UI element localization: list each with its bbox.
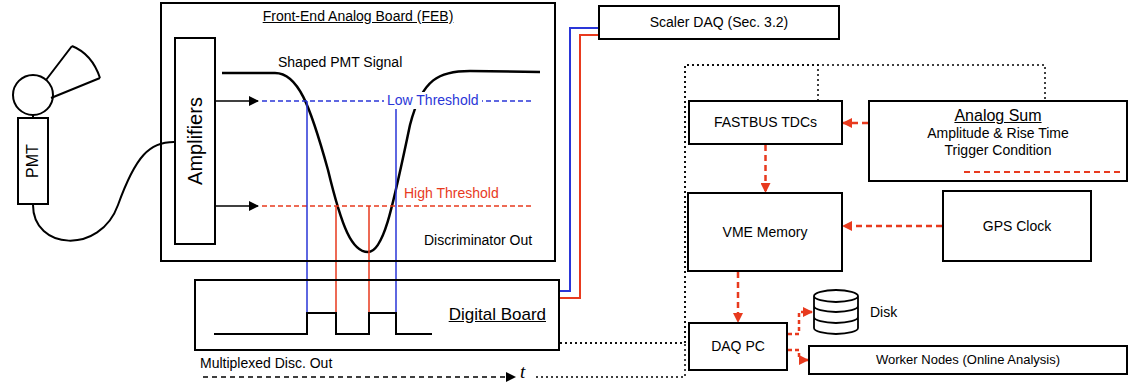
trigger-box: Analog SumAmplitude & Rise Time Trigger …	[868, 100, 1128, 182]
process-box: VME Memory	[687, 192, 843, 272]
node-label: GPS Clock	[983, 218, 1051, 235]
pmt-funnel	[46, 46, 100, 98]
amplifier-box: Amplifiers	[174, 37, 216, 245]
signal-curve	[222, 71, 540, 252]
signal-wire	[560, 35, 598, 298]
disk-outline	[814, 290, 858, 334]
node-label: Scaler DAQ (Sec. 3.2)	[650, 14, 789, 31]
high-threshold-line	[262, 205, 532, 207]
board-frame: Digital Board	[194, 279, 560, 351]
board-title: Front-End Analog Board (FEB)	[263, 8, 454, 25]
time-symbol: t	[520, 361, 525, 384]
amp-arrow	[216, 205, 258, 207]
node-label: DAQ PC	[711, 338, 765, 355]
node-label: Disk	[870, 304, 897, 321]
data-flow-arrow	[843, 225, 942, 228]
storage-node: Disk	[812, 285, 930, 339]
data-flow-arrow	[560, 65, 1045, 343]
signal-wire	[33, 142, 174, 241]
data-flow-arrow	[764, 145, 767, 192]
threshold-label: High Threshold	[404, 185, 499, 202]
output-label: Discriminator Out	[424, 232, 532, 249]
axis-label: Multiplexed Disc. Out	[200, 355, 332, 372]
process-box: GPS Clock	[942, 190, 1092, 262]
pulse-train	[214, 313, 432, 334]
data-flow-arrow	[788, 350, 808, 360]
process-box: DAQ PC	[688, 322, 788, 371]
disc-line-high	[336, 206, 369, 313]
board-title: Digital Board	[449, 305, 546, 325]
node-label: VME Memory	[723, 224, 808, 241]
node-label: Worker Nodes (Online Analysis)	[876, 352, 1060, 368]
board-frame: Front-End Analog Board (FEB) Amplifiers	[160, 2, 556, 262]
threshold-label: Low Threshold	[384, 92, 482, 109]
disk-icon	[812, 288, 860, 336]
process-box: Worker Nodes (Online Analysis)	[808, 345, 1128, 375]
box-heading: Analog Sum	[954, 106, 1041, 125]
node-label: PMT	[25, 144, 41, 178]
data-flow-arrow	[788, 312, 812, 334]
pmt-box: PMT	[17, 117, 49, 205]
data-flow-arrow	[843, 122, 868, 125]
process-box: Scaler DAQ (Sec. 3.2)	[598, 5, 840, 40]
amp-arrow	[216, 100, 258, 102]
time-axis	[203, 376, 515, 378]
pmt-bulb	[13, 75, 53, 115]
box-body: Amplitude & Rise Time Trigger Condition	[912, 125, 1084, 159]
data-flow-arrow	[737, 272, 740, 322]
trigger-line	[964, 170, 1120, 174]
process-box: FASTBUS TDCs	[688, 100, 843, 145]
signal-label: Shaped PMT Signal	[278, 54, 402, 71]
node-label: Amplifiers	[185, 97, 205, 185]
node-label: FASTBUS TDCs	[714, 114, 817, 131]
disc-line-low	[307, 101, 396, 313]
